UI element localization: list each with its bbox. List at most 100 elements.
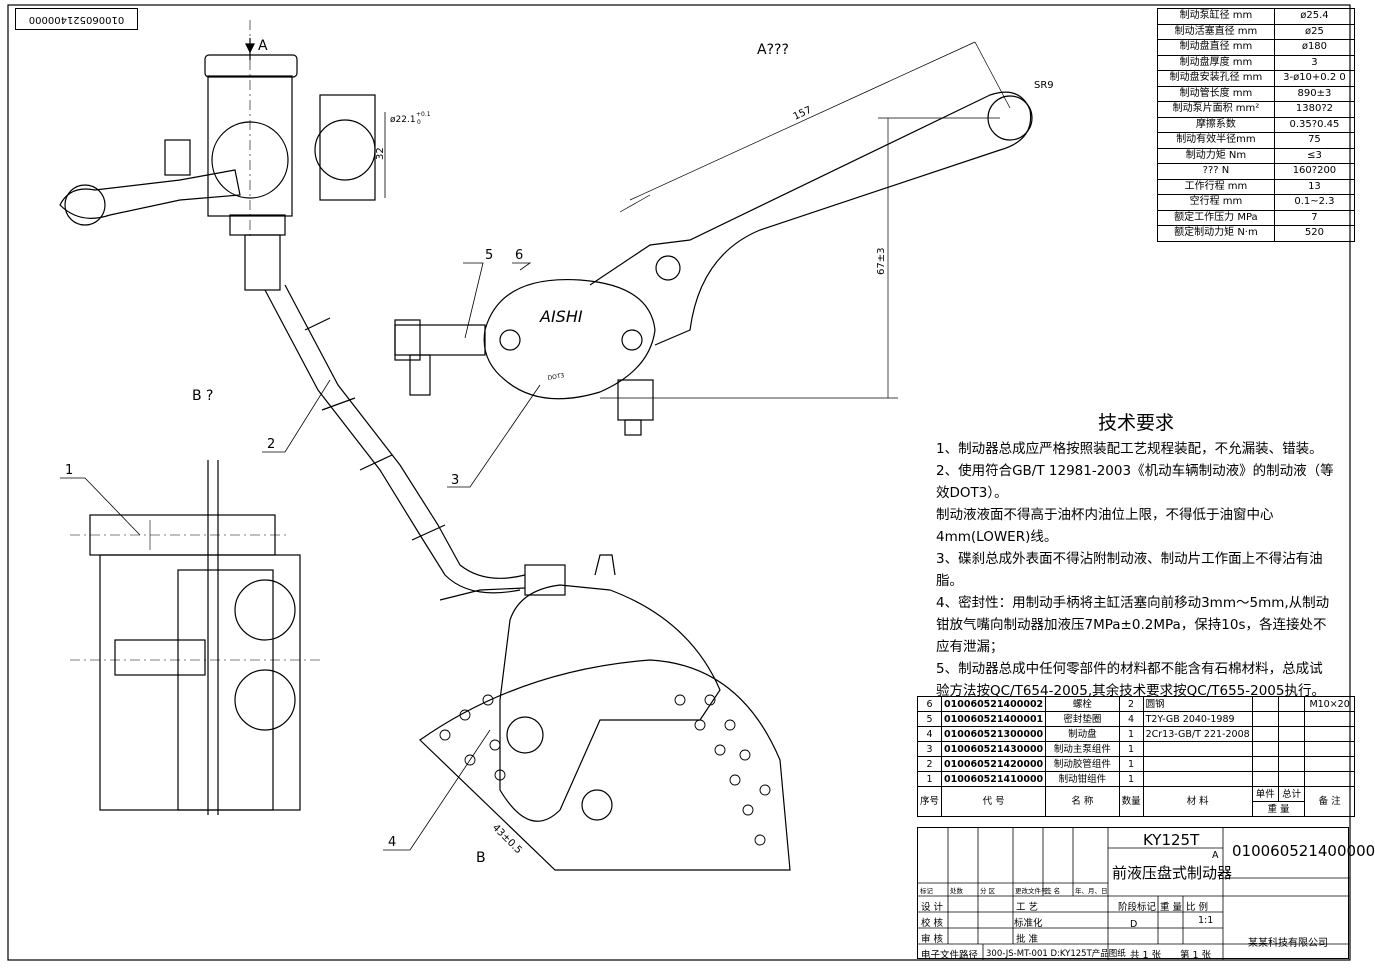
spec-key: 摩擦系数 bbox=[1157, 116, 1275, 133]
bom-h-total: 总计 bbox=[1277, 786, 1306, 802]
tech-line-2: 2、使用符合GB/T 12981-2003《机动车辆制动液》的制动液（等效DOT… bbox=[936, 463, 1334, 501]
spec-value: ø25 bbox=[1273, 23, 1356, 40]
role-check: 校 核 bbox=[921, 918, 944, 929]
bom-qty: 1 bbox=[1118, 741, 1144, 757]
bom-h-note: 备 注 bbox=[1304, 786, 1355, 817]
spec-value: 0.35?0.45 bbox=[1273, 116, 1356, 133]
bom-note bbox=[1304, 771, 1355, 787]
spec-key: 制动管长度 mm bbox=[1157, 85, 1275, 102]
outer-border bbox=[7, 4, 1351, 961]
callout-3: 3 bbox=[451, 473, 459, 488]
title-name: 前液压盘式制动器 bbox=[1112, 864, 1233, 882]
rev-h-1: 标记 bbox=[920, 887, 933, 895]
dim-d1-tol2: 0 bbox=[417, 119, 421, 126]
bom-h-weight: 重 量 bbox=[1251, 801, 1306, 817]
spec-key: 制动盘厚度 mm bbox=[1157, 54, 1275, 71]
callout-4: 4 bbox=[388, 835, 396, 850]
bom-total bbox=[1277, 771, 1306, 787]
dim-d2: 32 bbox=[375, 147, 386, 160]
bom-no: 4 bbox=[916, 726, 943, 742]
bom-unit bbox=[1251, 696, 1279, 712]
spec-key: ??? N bbox=[1157, 163, 1275, 180]
spec-value: 3-ø10+0.2 0 bbox=[1273, 70, 1356, 87]
bom-unit bbox=[1251, 756, 1279, 772]
bom-qty: 4 bbox=[1118, 711, 1144, 727]
bom-code: 010060521430000 bbox=[941, 741, 1047, 757]
spec-value: 13 bbox=[1273, 178, 1356, 195]
rev-h-6: 年、月、日 bbox=[1075, 887, 1108, 895]
bom-code: 010060521410000 bbox=[941, 771, 1047, 787]
title-model: KY125T bbox=[1143, 831, 1200, 849]
sheets-total: 共 1 张 bbox=[1130, 950, 1162, 961]
brand-logo-text: AISHI bbox=[539, 307, 583, 326]
bom-name: 制动胶管组件 bbox=[1045, 756, 1120, 772]
bom-h-mat: 材 料 bbox=[1142, 786, 1253, 817]
lever-dimensions bbox=[600, 41, 1011, 399]
view-arrow-b: B bbox=[476, 850, 486, 866]
bom-total bbox=[1277, 756, 1306, 772]
rev-h-4: 更改文件号 bbox=[1015, 887, 1048, 895]
master-cylinder-view bbox=[59, 20, 386, 291]
bom-unit bbox=[1251, 711, 1279, 727]
file-path-label: 电子文件路径 bbox=[921, 950, 979, 961]
spec-value: 0.1~2.3 bbox=[1273, 194, 1356, 211]
tech-line-3: 制动液液面不得高于油杯内油位上限，不得低于油窗中心4mm(LOWER)线。 bbox=[936, 507, 1274, 545]
tech-line-6: 5、制动器总成中任何零部件的材料都不能含有石棉材料，总成试验方法按QC/T654… bbox=[936, 661, 1325, 699]
rev-h-3: 分 区 bbox=[980, 887, 996, 895]
callout-1: 1 bbox=[65, 463, 73, 478]
scale-label: 比 例 bbox=[1186, 902, 1209, 913]
spec-value: 520 bbox=[1273, 225, 1356, 242]
spec-value: ø25.4 bbox=[1273, 8, 1356, 25]
bom-name: 制动主泵组件 bbox=[1045, 741, 1120, 757]
spec-key: 制动活塞直径 mm bbox=[1157, 23, 1275, 40]
spec-key: 额定工作压力 MPa bbox=[1157, 209, 1275, 226]
callout-leaders bbox=[60, 262, 541, 851]
rev-h-2: 处数 bbox=[950, 887, 963, 895]
bom-note bbox=[1304, 741, 1355, 757]
tech-line-5: 4、密封性：用制动手柄将主缸活塞向前移动3mm～5mm,从制动钳放气嘴向制动器加… bbox=[936, 595, 1330, 655]
role-process: 工 艺 bbox=[1016, 902, 1039, 913]
spec-value: 7 bbox=[1273, 209, 1356, 226]
title-company: 某某科技有限公司 bbox=[1248, 938, 1328, 949]
scale-value: 1:1 bbox=[1198, 915, 1214, 926]
view-arrow-a: A bbox=[258, 38, 268, 54]
callout-5: 5 bbox=[485, 248, 493, 263]
disc-holes bbox=[439, 694, 771, 846]
technical-requirements: 技术要求 1、制动器总成应严格按照装配工艺规程装配，不允漏装、错装。 2、使用符… bbox=[936, 412, 1336, 702]
bom-h-unit: 单件 bbox=[1251, 786, 1279, 802]
spec-value: 75 bbox=[1273, 132, 1356, 149]
role-standard: 标准化 bbox=[1014, 918, 1043, 929]
tech-line-4: 3、碟刹总成外表面不得沾附制动液、制动片工作面上不得沾有油脂。 bbox=[936, 551, 1323, 589]
rev-h-5: 签 名 bbox=[1045, 887, 1061, 895]
bom-h-code: 代 号 bbox=[941, 786, 1047, 817]
dim-d1-tol: +0.1 bbox=[416, 111, 431, 118]
spec-key: 空行程 mm bbox=[1157, 194, 1275, 211]
caliper-side-view bbox=[70, 460, 320, 815]
bom-material: T2Y-GB 2040-1989 bbox=[1142, 711, 1253, 727]
caliper-disc-view bbox=[419, 554, 791, 871]
role-review: 审 核 bbox=[921, 934, 944, 945]
bom-no: 6 bbox=[916, 696, 943, 712]
bom-qty: 1 bbox=[1118, 756, 1144, 772]
spec-value: 1380?2 bbox=[1273, 101, 1356, 118]
bom-qty: 1 bbox=[1118, 771, 1144, 787]
sheet-number: 第 1 张 bbox=[1180, 950, 1212, 961]
dim-d6: 43±0.5 bbox=[490, 822, 524, 856]
dim-d1: ø22.1 bbox=[390, 115, 416, 125]
bom-material bbox=[1142, 741, 1253, 757]
title-grid bbox=[918, 828, 1350, 960]
